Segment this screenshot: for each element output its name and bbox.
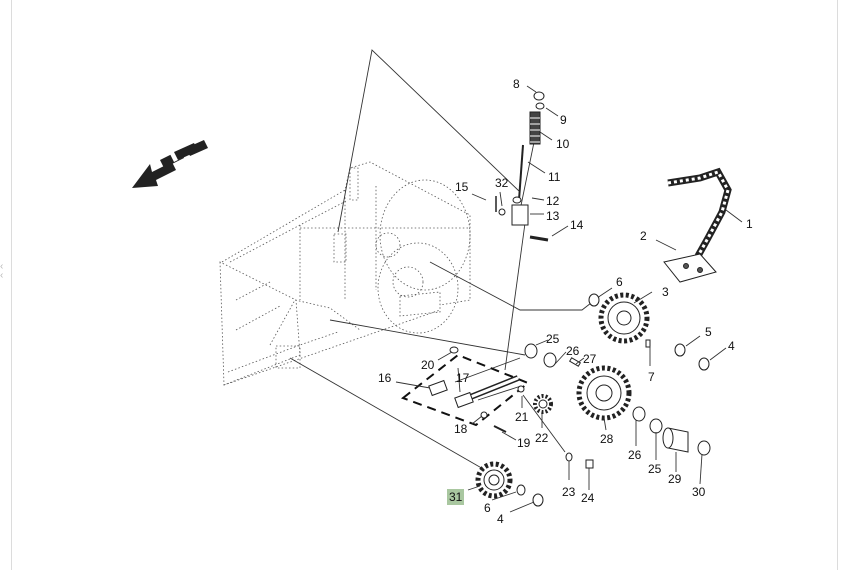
callout-label: 4 <box>497 512 504 526</box>
callout-label: 11 <box>548 170 561 184</box>
callout-leaders <box>395 85 743 513</box>
callout-label: 3 <box>662 285 669 299</box>
callout-label: 1 <box>746 217 753 231</box>
tensioner-assembly <box>495 91 549 242</box>
callout-label: 18 <box>454 422 468 436</box>
callout-label: 4 <box>728 339 735 353</box>
callout-label: 9 <box>560 113 567 127</box>
callout-label: 2 <box>640 229 647 243</box>
callout-label: 22 <box>535 431 549 445</box>
callout-labels: 1 2 3 4 4 5 6 6 6 7 8 9 10 11 12 13 14 1… <box>378 77 753 526</box>
callout-label-highlighted[interactable]: 31 <box>449 490 463 504</box>
machine-frame <box>219 161 471 386</box>
right-border <box>837 0 838 570</box>
callout-label: 28 <box>600 432 614 446</box>
callout-label: 20 <box>421 358 435 372</box>
callout-label: 10 <box>556 137 570 151</box>
callout-label: 5 <box>705 325 712 339</box>
callout-label: 8 <box>513 77 520 91</box>
sprocket-31 <box>475 461 513 499</box>
connecting-link <box>663 253 717 283</box>
callout-label: 29 <box>668 472 682 486</box>
callout-label: 26 <box>628 448 642 462</box>
callout-label: 13 <box>546 209 560 223</box>
callout-label: 17 <box>456 371 470 385</box>
sprocket-3 <box>598 292 650 344</box>
callout-label: 26 <box>566 344 580 358</box>
travel-direction-arrow-icon <box>132 140 208 188</box>
callout-label: 25 <box>546 332 560 346</box>
callout-label: 16 <box>378 371 392 385</box>
callout-label: 24 <box>581 491 595 505</box>
callout-label: 7 <box>648 370 655 384</box>
callout-label: 30 <box>692 485 706 499</box>
callout-label: 19 <box>517 436 531 450</box>
sprocket-22 <box>533 394 553 414</box>
tensioner-arm-group <box>400 346 530 433</box>
callout-label: 23 <box>562 485 576 499</box>
sprocket-28 <box>576 365 632 421</box>
highlighted-callout-box[interactable] <box>447 489 464 505</box>
left-border <box>11 0 12 570</box>
callout-label: 15 <box>455 180 469 194</box>
callout-label: 25 <box>648 462 662 476</box>
callout-label: 32 <box>495 176 509 190</box>
callout-label: 27 <box>583 352 597 366</box>
washers-and-rings <box>516 293 711 507</box>
callout-label: 21 <box>515 410 529 424</box>
callout-label: 14 <box>570 218 584 232</box>
callout-label: 12 <box>546 194 560 208</box>
callout-label: 6 <box>484 501 491 515</box>
roller-chain <box>667 167 732 258</box>
callout-label: 6 <box>616 275 623 289</box>
scroll-handle-icon[interactable]: ‹‹ <box>0 261 4 281</box>
